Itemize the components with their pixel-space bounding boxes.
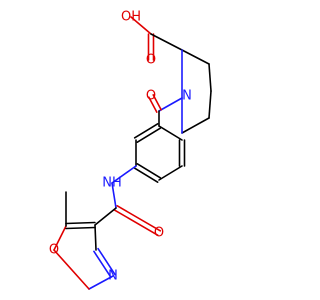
- atom-label-nh: NH: [102, 176, 122, 191]
- atom-label-acid-o: O: [146, 53, 156, 68]
- bond-oh-cooh_c: [130, 16, 152, 35]
- bond-nring-cn: [88, 275, 114, 290]
- bond-ca-cb: [94, 224, 97, 251]
- bond-c4-c5: [208, 90, 212, 119]
- bonds: [53, 16, 212, 290]
- atom-label-piperidine-n: N: [182, 89, 192, 104]
- bond-a3-a4: [158, 165, 183, 181]
- bond-cb-nring-b: [97, 247, 116, 276]
- bond-a5-nh: [111, 165, 137, 184]
- bond-a4-a5-b: [133, 167, 159, 183]
- bond-a6-a1-b: [133, 123, 159, 139]
- bond-n1-ck: [158, 97, 183, 112]
- atom-label-amide-o1: O: [146, 89, 156, 104]
- bond-cb-nring-a: [93, 250, 112, 279]
- bond-or-cm: [53, 225, 67, 251]
- atom-label-acid-oh: OH: [121, 10, 141, 25]
- bond-cooh_c-c2: [150, 33, 183, 51]
- atom-label-amide-o2: O: [154, 226, 164, 241]
- bond-a1-a2: [158, 125, 183, 141]
- bond-c3-c4: [208, 63, 212, 92]
- bond-cn-or: [53, 249, 90, 290]
- bond-cm-ca-a: [65, 226, 96, 230]
- bond-a6-a1-a: [136, 127, 162, 143]
- atom-labels: OH O O N NH O O N: [49, 10, 192, 284]
- bond-c5-c6: [181, 117, 210, 134]
- bond-cam-oam-a: [113, 209, 159, 236]
- bond-ck-ok-b: [147, 96, 158, 113]
- molecule-diagram: OH O O N NH O O N: [49, 10, 212, 290]
- bond-c2-c3: [181, 49, 210, 65]
- bond-a4-a5-a: [136, 163, 162, 179]
- atom-label-ring-n: N: [108, 269, 118, 284]
- atom-label-ring-o: O: [49, 243, 59, 258]
- bond-ck-ok-a: [152, 94, 163, 111]
- bond-nh-cam: [111, 182, 117, 209]
- bond-cam-oam-b: [116, 205, 162, 232]
- bond-cm-ca-b: [65, 221, 96, 225]
- bond-cam-ca: [94, 207, 117, 226]
